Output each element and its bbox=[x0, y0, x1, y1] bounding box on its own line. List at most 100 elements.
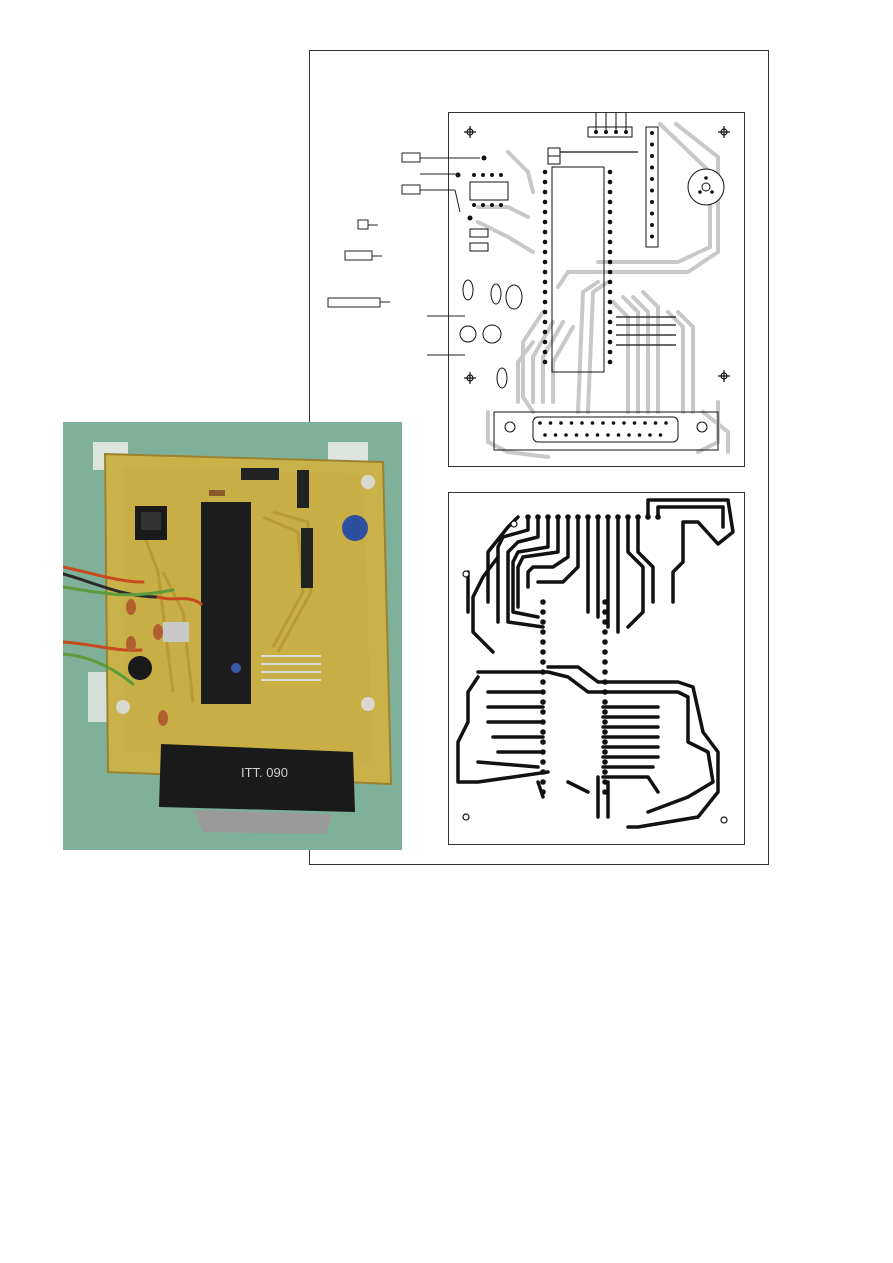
pin-pad bbox=[616, 433, 621, 437]
pin-pad bbox=[602, 719, 608, 725]
pin-pad bbox=[602, 639, 608, 645]
component-layout-svg bbox=[448, 112, 745, 467]
connector-label: ITT. 090 bbox=[241, 765, 288, 780]
pin-pad bbox=[555, 514, 561, 520]
pin-pad bbox=[535, 514, 541, 520]
pin-pad bbox=[540, 789, 546, 795]
pin-pad bbox=[602, 659, 608, 665]
pin-pad bbox=[602, 679, 608, 685]
pin-pad bbox=[540, 749, 546, 755]
pin-pad bbox=[540, 709, 546, 715]
pin-pad bbox=[650, 234, 654, 239]
pin-pad bbox=[650, 223, 654, 227]
pin-pad bbox=[542, 229, 548, 235]
pin-pad bbox=[540, 769, 546, 775]
pin-pad bbox=[653, 421, 658, 425]
pin-pad bbox=[565, 514, 571, 520]
pin-pad bbox=[542, 269, 548, 275]
pin-pad bbox=[542, 349, 548, 355]
pin-pad bbox=[607, 249, 613, 255]
pin-pad bbox=[543, 433, 547, 437]
pin-pad bbox=[602, 629, 608, 635]
pin-pad bbox=[542, 339, 548, 345]
pin-pad bbox=[602, 749, 608, 755]
pin-pad bbox=[602, 689, 608, 695]
board-photograph: ITT. 090 bbox=[63, 422, 402, 850]
pin-pad bbox=[632, 421, 637, 425]
pin-pad bbox=[540, 599, 546, 605]
pin-pad bbox=[542, 189, 548, 195]
pin-pad bbox=[540, 739, 546, 745]
db25-connector-icon bbox=[493, 411, 719, 451]
mounting-hole-icon bbox=[462, 520, 728, 824]
board-photo-svg: ITT. 090 bbox=[63, 422, 402, 850]
pin-pad bbox=[602, 699, 608, 705]
pin-pad bbox=[525, 514, 531, 520]
pin-pad bbox=[602, 769, 608, 775]
pin-pad bbox=[607, 299, 613, 305]
pin-pad bbox=[607, 239, 613, 245]
pin-pad bbox=[650, 188, 654, 193]
pin-pad bbox=[607, 309, 613, 315]
pin-pad bbox=[607, 189, 613, 195]
pin-pad bbox=[607, 219, 613, 225]
pin-pad bbox=[542, 329, 548, 335]
copper-pads bbox=[525, 514, 661, 795]
pin-pad bbox=[542, 199, 548, 205]
pin-pad bbox=[602, 709, 608, 715]
copper-traces bbox=[456, 498, 735, 829]
pin-pad bbox=[645, 514, 651, 520]
pin-pad bbox=[574, 433, 579, 437]
pin-pad bbox=[585, 433, 589, 437]
pin-pad bbox=[607, 359, 613, 365]
pin-pad bbox=[569, 421, 574, 425]
pin-pad bbox=[542, 309, 548, 315]
pin-pad bbox=[643, 421, 647, 425]
pin-pad bbox=[559, 421, 563, 425]
pin-pad bbox=[607, 349, 613, 355]
pin-pad bbox=[605, 514, 611, 520]
pin-pad bbox=[627, 433, 631, 437]
pin-pad bbox=[540, 629, 546, 635]
pin-pad bbox=[650, 211, 654, 216]
pin-pad bbox=[602, 759, 608, 765]
pin-pad bbox=[542, 319, 548, 325]
pin-pad bbox=[540, 759, 546, 765]
header-top bbox=[587, 126, 633, 138]
pin-pad bbox=[540, 669, 546, 675]
pin-pad bbox=[595, 433, 600, 437]
pin-pad bbox=[637, 433, 642, 437]
pin-pad bbox=[650, 200, 654, 204]
copper-layout-drawing bbox=[448, 492, 745, 845]
copper-layout-svg bbox=[448, 492, 745, 845]
pin-pad bbox=[602, 609, 608, 615]
pin-pad bbox=[540, 619, 546, 625]
pin-pad bbox=[540, 609, 546, 615]
pin-pad bbox=[542, 359, 548, 365]
pin-pad bbox=[607, 169, 613, 175]
mounting-hole-icon bbox=[464, 126, 730, 384]
pin-pad bbox=[650, 177, 654, 181]
pin-pad bbox=[607, 229, 613, 235]
small-ic-outline bbox=[469, 181, 509, 201]
pin-pad bbox=[602, 669, 608, 675]
pin-pad bbox=[658, 433, 663, 437]
pin-pad bbox=[542, 219, 548, 225]
pin-pad bbox=[580, 421, 584, 425]
pin-pad bbox=[607, 179, 613, 185]
pin-pad bbox=[602, 779, 608, 785]
pin-pad bbox=[607, 259, 613, 265]
pin-pad bbox=[648, 433, 652, 437]
pin-pad bbox=[540, 639, 546, 645]
pin-pad bbox=[602, 599, 608, 605]
pin-pad bbox=[564, 433, 568, 437]
pin-pad bbox=[655, 514, 661, 520]
pin-pad bbox=[553, 433, 558, 437]
pin-pad bbox=[664, 421, 668, 425]
ic-chip-icon bbox=[551, 166, 605, 373]
pin-pad bbox=[622, 421, 626, 425]
pin-pad bbox=[590, 421, 595, 425]
pin-pad bbox=[635, 514, 641, 520]
ic-pins bbox=[542, 169, 613, 365]
pin-pad bbox=[575, 514, 581, 520]
